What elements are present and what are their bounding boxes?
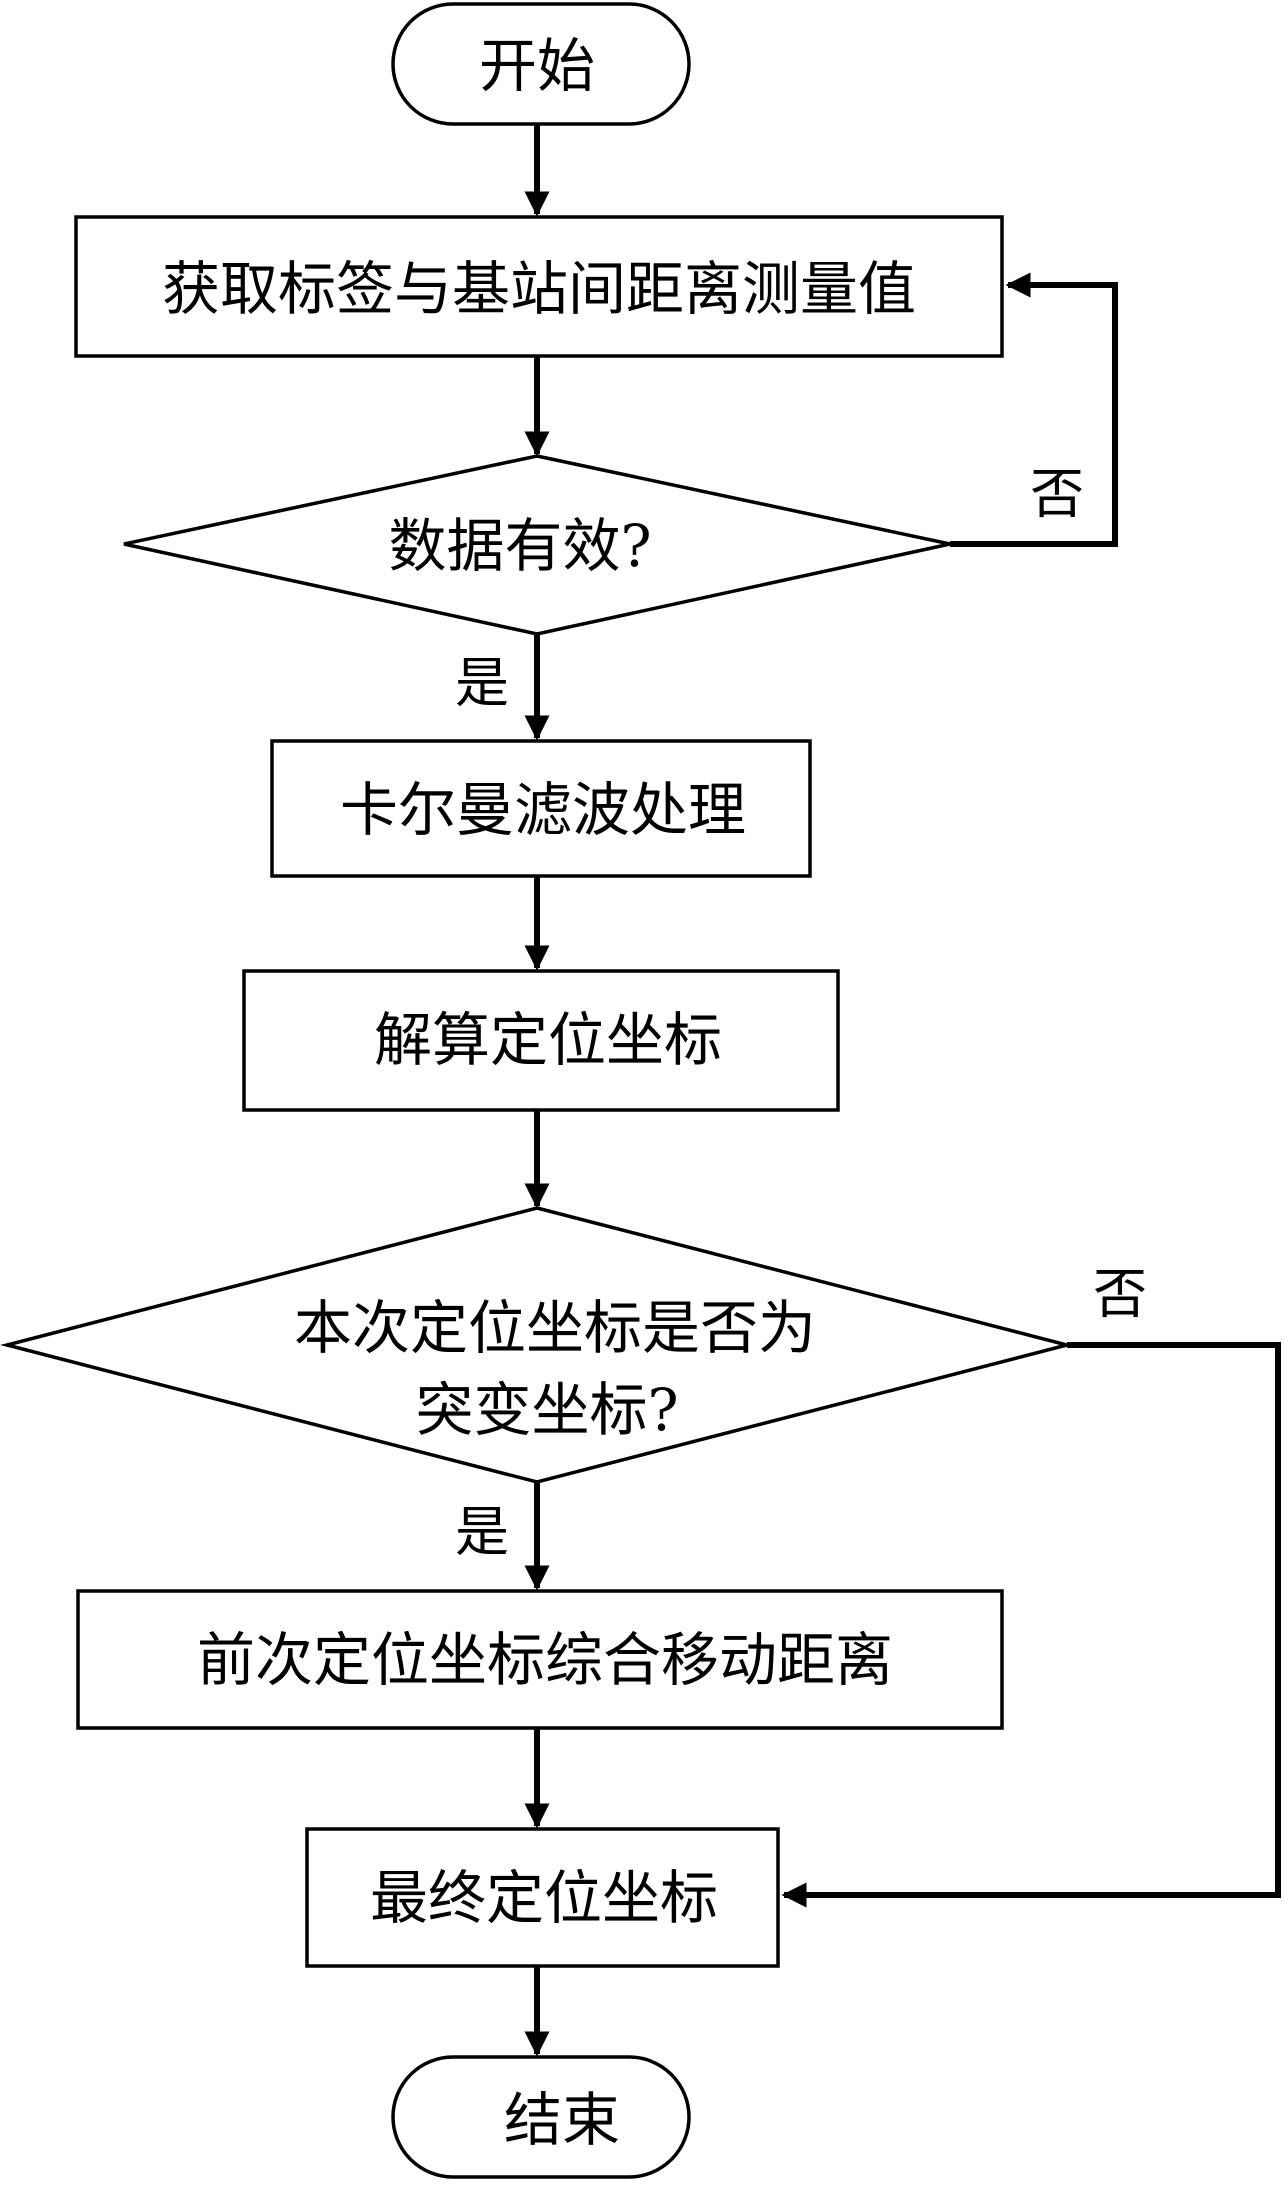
end-node-label: 结束 (504, 2086, 620, 2154)
kalman-node: 卡尔曼滤波处理 (270, 739, 812, 878)
final-coords-node: 最终定位坐标 (305, 1827, 780, 1968)
mutation-decision-label-line2: 突变坐标? (415, 1376, 678, 1444)
data-valid-decision: 数据有效? (123, 454, 951, 636)
solve-coords-node-label: 解算定位坐标 (374, 1006, 722, 1074)
final-coords-node-label: 最终定位坐标 (370, 1864, 718, 1932)
connectors (524, 124, 1281, 2057)
start-node: 开始 (391, 2, 691, 126)
mutation-no-label: 否 (1093, 1263, 1147, 1326)
arrow-mutation-no-to-final (781, 1342, 1281, 1908)
mutation-decision-label-line1: 本次定位坐标是否为 (294, 1294, 816, 1362)
data-valid-decision-label: 数据有效? (388, 512, 651, 580)
mutation-yes-label: 是 (455, 1501, 509, 1564)
arrow-data-valid-no-loop (950, 272, 1118, 547)
combine-node: 前次定位坐标综合移动距离 (76, 1589, 1004, 1730)
kalman-node-label: 卡尔曼滤波处理 (340, 776, 746, 844)
mutation-decision: 本次定位坐标是否为 突变坐标? (0, 1206, 1074, 1484)
data-valid-no-label: 否 (1030, 463, 1084, 526)
get-distance-node: 获取标签与基站间距离测量值 (74, 215, 1004, 358)
start-node-label: 开始 (479, 32, 595, 100)
data-valid-yes-label: 是 (455, 652, 509, 715)
combine-node-label: 前次定位坐标综合移动距离 (197, 1626, 893, 1694)
end-node: 结束 (391, 2055, 691, 2179)
get-distance-node-label: 获取标签与基站间距离测量值 (162, 255, 916, 323)
solve-coords-node: 解算定位坐标 (242, 969, 840, 1112)
